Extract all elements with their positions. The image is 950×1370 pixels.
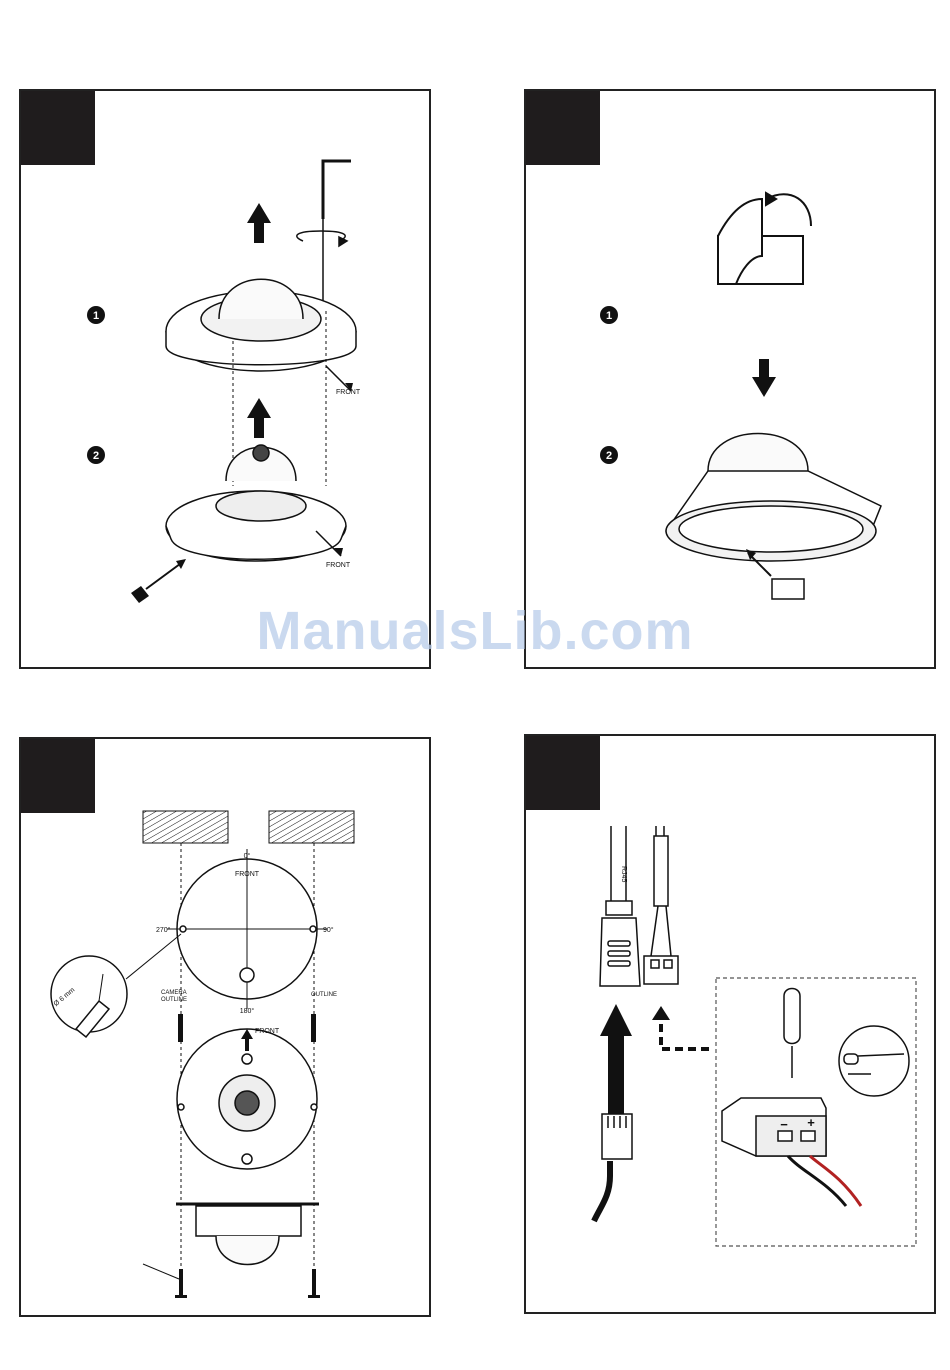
network-connector — [600, 826, 640, 986]
panel-remove-cover: FRONT FRONT 1 2 — [19, 89, 431, 669]
svg-text:0°: 0° — [244, 852, 251, 860]
svg-text:OUTLINE: OUTLINE — [161, 997, 187, 1003]
watermark: ManualsLib.com — [0, 600, 950, 662]
hex-key — [323, 161, 351, 306]
power-connector — [644, 826, 678, 984]
svg-text:180°: 180° — [240, 1007, 255, 1015]
panel-mounting-template: 0° FRONT 90° 180° 270° CAMERA OUTLINE OU… — [19, 737, 431, 1317]
screw-left — [175, 1269, 187, 1298]
svg-text:1: 1 — [606, 310, 612, 322]
cover-removal-illustration: FRONT FRONT 1 2 — [21, 91, 431, 669]
wall-plug-left — [178, 1014, 183, 1042]
front-label: FRONT — [235, 871, 260, 878]
svg-text:CAMERA: CAMERA — [161, 990, 187, 996]
screwdriver-icon — [784, 989, 800, 1079]
svg-text:1: 1 — [93, 310, 99, 322]
panel-connections: RJ45 — [524, 734, 936, 1314]
minus-label: − — [780, 1117, 788, 1132]
wall-plug-right — [311, 1014, 316, 1042]
mounting-illustration: 0° FRONT 90° 180° 270° CAMERA OUTLINE OU… — [21, 739, 431, 1317]
step-number-1: 1 — [600, 306, 618, 324]
dashed-arrow-icon — [652, 1006, 714, 1049]
ceiling-section-right — [269, 811, 354, 843]
front-label-base: FRONT — [326, 562, 351, 569]
sd-card-icon — [131, 559, 186, 603]
power-wires — [788, 1156, 861, 1206]
dome-cover — [166, 279, 356, 371]
camera-base — [166, 445, 346, 561]
wiring-illustration: RJ45 — [526, 736, 936, 1314]
plus-label: + — [807, 1115, 815, 1130]
front-label: FRONT — [336, 389, 361, 396]
step-number-2: 2 — [87, 446, 105, 464]
rj45-label: RJ45 — [620, 866, 627, 882]
label-box — [772, 579, 804, 599]
down-arrow-icon — [752, 359, 776, 397]
svg-text:270°: 270° — [156, 926, 171, 934]
svg-text:OUTLINE: OUTLINE — [311, 992, 337, 998]
step-number-2: 2 — [600, 446, 618, 464]
svg-text:90°: 90° — [323, 926, 334, 934]
svg-text:2: 2 — [93, 450, 99, 462]
wire-strip-callout — [839, 1026, 909, 1096]
screw-right — [308, 1269, 320, 1298]
rotate-arrow-icon — [297, 231, 347, 246]
dome-cover-inverted — [666, 434, 881, 562]
front-label-base: FRONT — [255, 1028, 280, 1035]
panel-peel-film: 1 2 — [524, 89, 936, 669]
rj45-plug — [594, 1114, 632, 1221]
ceiling-section-left — [143, 811, 228, 843]
peel-film-illustration: 1 2 — [526, 91, 936, 669]
step-number-1: 1 — [87, 306, 105, 324]
camera-side-view — [196, 1206, 301, 1265]
peel-sticker-icon — [718, 193, 811, 284]
up-arrow-icon — [600, 1004, 632, 1121]
svg-text:2: 2 — [606, 450, 612, 462]
drill-callout — [51, 934, 181, 1037]
